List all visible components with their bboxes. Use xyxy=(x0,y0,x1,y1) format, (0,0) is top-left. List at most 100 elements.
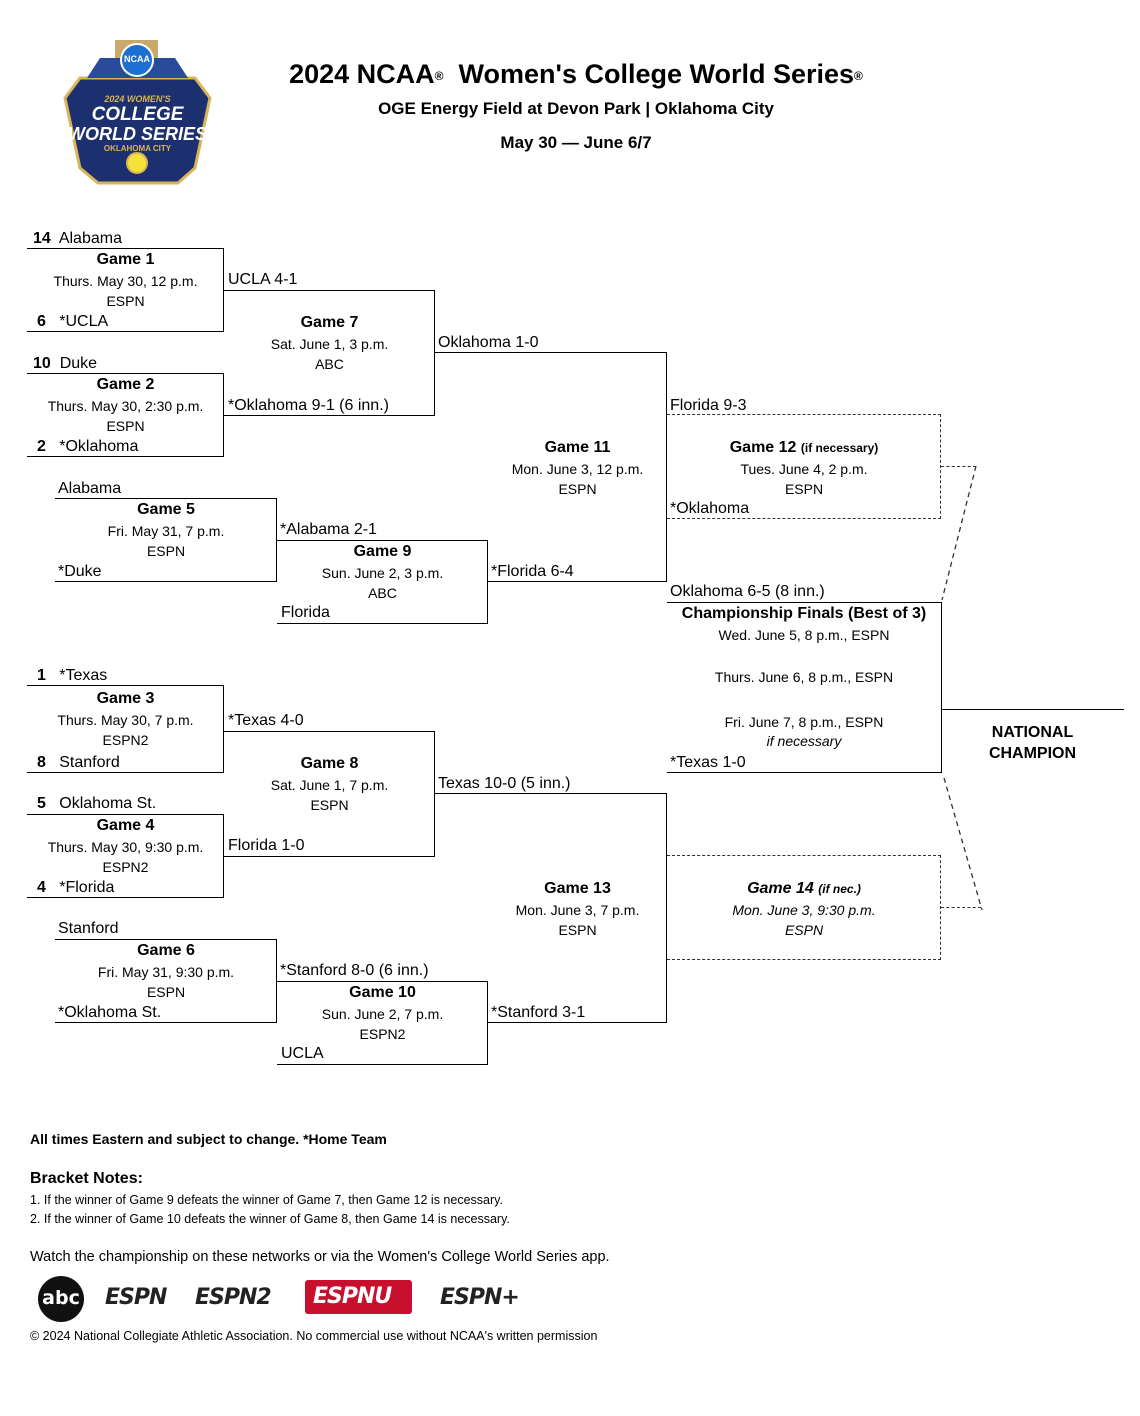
result-game-2: *Oklahoma 9-1 (6 inn.) xyxy=(228,397,389,414)
result-game-10: *Stanford 3-1 xyxy=(491,1004,586,1021)
game-name: Game 8 xyxy=(300,755,359,772)
team-name: Stanford xyxy=(59,754,120,771)
team-name: Duke xyxy=(59,355,98,372)
game-tv: ESPN xyxy=(784,481,824,497)
dates: May 30 — June 6/7 xyxy=(500,133,652,152)
game-6-bot-team: *Oklahoma St. xyxy=(58,1004,162,1021)
game-note: (if nec.) xyxy=(818,882,861,896)
champion-line-2: CHAMPION xyxy=(988,745,1077,762)
game-time: Mon. June 3, 7 p.m. xyxy=(515,902,640,918)
finals-title: Championship Finals (Best of 3) xyxy=(681,605,927,622)
espn2-logo: ESPN2 xyxy=(195,1285,272,1310)
game-time: Mon. June 3, 9:30 p.m. xyxy=(732,902,876,918)
seed: 4 xyxy=(37,879,46,896)
team-g1-top: 14 Alabama xyxy=(33,230,122,248)
team-g3-bot: 8 Stanford xyxy=(37,754,120,772)
game-tv: ESPN2 xyxy=(102,859,149,875)
game-name: Game 6 xyxy=(137,942,195,959)
watch-note: Watch the championship on these networks… xyxy=(30,1249,610,1265)
bracket-notes-title: Bracket Notes: xyxy=(30,1170,143,1187)
game-name: Game 9 xyxy=(353,543,412,560)
copyright: © 2024 National Collegiate Athletic Asso… xyxy=(30,1329,598,1343)
team-g4-top: 5 Oklahoma St. xyxy=(37,795,156,813)
game-tv: ABC xyxy=(315,356,344,372)
result-game-5: *Alabama 2-1 xyxy=(280,521,377,538)
registered-mark: ® xyxy=(434,69,444,83)
result-game-11: Florida 9-3 xyxy=(670,397,747,414)
game-tv: ESPN xyxy=(106,293,145,309)
game-6-top-team: Stanford xyxy=(58,920,119,937)
seed: 10 xyxy=(33,355,51,372)
result-final-top: Oklahoma 6-5 (8 inn.) xyxy=(670,583,825,600)
game-9-info: Game 9 Sun. June 2, 3 p.m. ABC xyxy=(277,543,488,602)
game-name: Game 10 xyxy=(349,984,416,1001)
logo-line4: OKLAHOMA CITY xyxy=(103,144,172,153)
team-g2-top: 10 Duke xyxy=(33,355,97,373)
game-time: Fri. May 31, 7 p.m. xyxy=(107,523,225,539)
venue: OGE Energy Field at Devon Park | Oklahom… xyxy=(378,99,774,118)
game-tv: ESPN xyxy=(146,984,186,1000)
game-tv: ESPN xyxy=(310,797,349,813)
result-game-4: Florida 1-0 xyxy=(228,837,305,854)
game-name: Game 14 xyxy=(747,880,814,897)
wcws-logo: NCAA 2024 WOMEN'S COLLEGE WORLD SERIES O… xyxy=(60,38,215,190)
seed: 5 xyxy=(37,795,46,812)
game-6-info: Game 6 Fri. May 31, 9:30 p.m. ESPN xyxy=(55,942,277,1001)
game-time: Thurs. May 30, 9:30 p.m. xyxy=(47,839,204,855)
game-9-bot-team: Florida xyxy=(281,604,330,621)
game-name: Game 5 xyxy=(137,501,195,518)
logo-line2: COLLEGE xyxy=(91,104,184,125)
game-tv: ESPN xyxy=(784,922,824,938)
game-tv: ESPN2 xyxy=(359,1026,406,1042)
game-name: Game 1 xyxy=(96,251,155,268)
logo-ncaa-text: NCAA xyxy=(124,54,150,64)
result-game-1: UCLA 4-1 xyxy=(228,271,298,288)
game-time: Fri. May 31, 9:30 p.m. xyxy=(97,964,235,980)
abc-logo: abc xyxy=(38,1276,84,1322)
title-tail: Women's College World Series xyxy=(443,59,855,89)
espn-plus-logo: ESPN+ xyxy=(440,1285,520,1310)
game-name: Game 2 xyxy=(96,376,155,393)
team-g2-bot: 2 *Oklahoma xyxy=(37,438,138,456)
game-name: Game 3 xyxy=(96,690,155,707)
seed: 1 xyxy=(37,667,46,684)
logo-line1: 2024 WOMEN'S xyxy=(104,94,171,104)
seed: 2 xyxy=(37,438,46,455)
game-10-bot-team: UCLA xyxy=(281,1045,324,1062)
team-g4-bot: 4 *Florida xyxy=(37,879,114,897)
registered-mark-2: ® xyxy=(854,69,863,83)
game-10-info: Game 10 Sun. June 2, 7 p.m. ESPN2 xyxy=(277,984,488,1043)
game-name: Game 7 xyxy=(300,314,359,331)
team-g1-bot: 6 *UCLA xyxy=(37,313,108,331)
game-tv: ESPN xyxy=(558,481,597,497)
result-game-3: *Texas 4-0 xyxy=(228,712,304,729)
team-name: *UCLA xyxy=(59,313,109,330)
game-5-top-team: Alabama xyxy=(58,480,122,497)
espnu-logo: ESPNU xyxy=(313,1284,392,1309)
game-1-info: Game 1 Thurs. May 30, 12 p.m. ESPN xyxy=(27,251,224,310)
espnu-logo-box: ESPNU xyxy=(305,1280,412,1314)
championship-finals: Championship Finals (Best of 3) Wed. Jun… xyxy=(667,605,941,750)
game-time: Thurs. May 30, 2:30 p.m. xyxy=(47,398,204,414)
game-time: Mon. June 3, 12 p.m. xyxy=(511,461,644,477)
game-14-info: Game 14 (if nec.) Mon. June 3, 9:30 p.m.… xyxy=(667,880,941,939)
espn-logo: ESPN xyxy=(105,1285,167,1310)
page-title: 2024 NCAA® Women's College World Series® xyxy=(200,58,952,90)
game-name: Game 11 xyxy=(544,439,611,456)
game-time: Tues. June 4, 2 p.m. xyxy=(740,461,868,477)
game-note: (if necessary) xyxy=(800,441,879,455)
game-4-info: Game 4 Thurs. May 30, 9:30 p.m. ESPN2 xyxy=(27,817,224,876)
game-tv: ABC xyxy=(368,585,397,601)
result-game-11-loser: *Oklahoma xyxy=(670,500,750,517)
game-13-info: Game 13 Mon. June 3, 7 p.m. ESPN xyxy=(488,880,667,939)
result-game-13: *Texas 1-0 xyxy=(670,754,746,771)
logo-line3: WORLD SERIES xyxy=(67,124,207,144)
bracket-note-1: 1. If the winner of Game 9 defeats the w… xyxy=(30,1193,503,1207)
game-tv: ESPN2 xyxy=(102,732,149,748)
title-main: 2024 NCAA xyxy=(289,59,435,89)
game-5-info: Game 5 Fri. May 31, 7 p.m. ESPN xyxy=(55,501,277,560)
game-time: Thurs. May 30, 12 p.m. xyxy=(53,273,198,289)
game-time: Sun. June 2, 3 p.m. xyxy=(321,565,444,581)
team-name: *Florida xyxy=(59,879,115,896)
champion-line-1: NATIONAL xyxy=(991,724,1074,741)
